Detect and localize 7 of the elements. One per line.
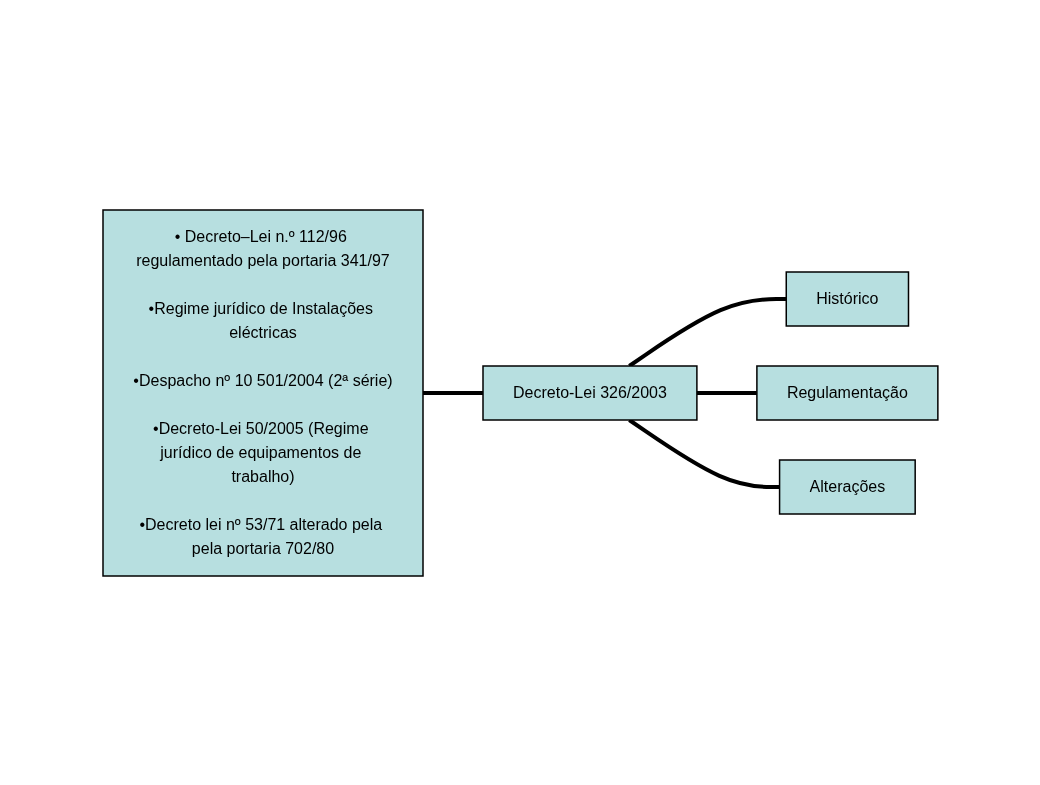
node-box: • Decreto–Lei n.º 112/96 regulamentado pela portaria 341/97 •Regime jurídico de Instalações eléctricas •Despacho nº 10 501/2004 (2ª série) •Decreto-Lei 50/2005 (Regime jurídico de equipamentos de trabalho) •Decreto lei nº 53/71 alterado pela pela portaria 702/80 (101, 208, 424, 577)
connector (696, 390, 757, 395)
node-box: Alterações (778, 458, 916, 515)
node-box: Histórico (785, 270, 909, 327)
node-box: Decreto-Lei 326/2003 (481, 364, 698, 421)
node-box: Regulamentação (755, 364, 939, 421)
connector (422, 390, 483, 395)
